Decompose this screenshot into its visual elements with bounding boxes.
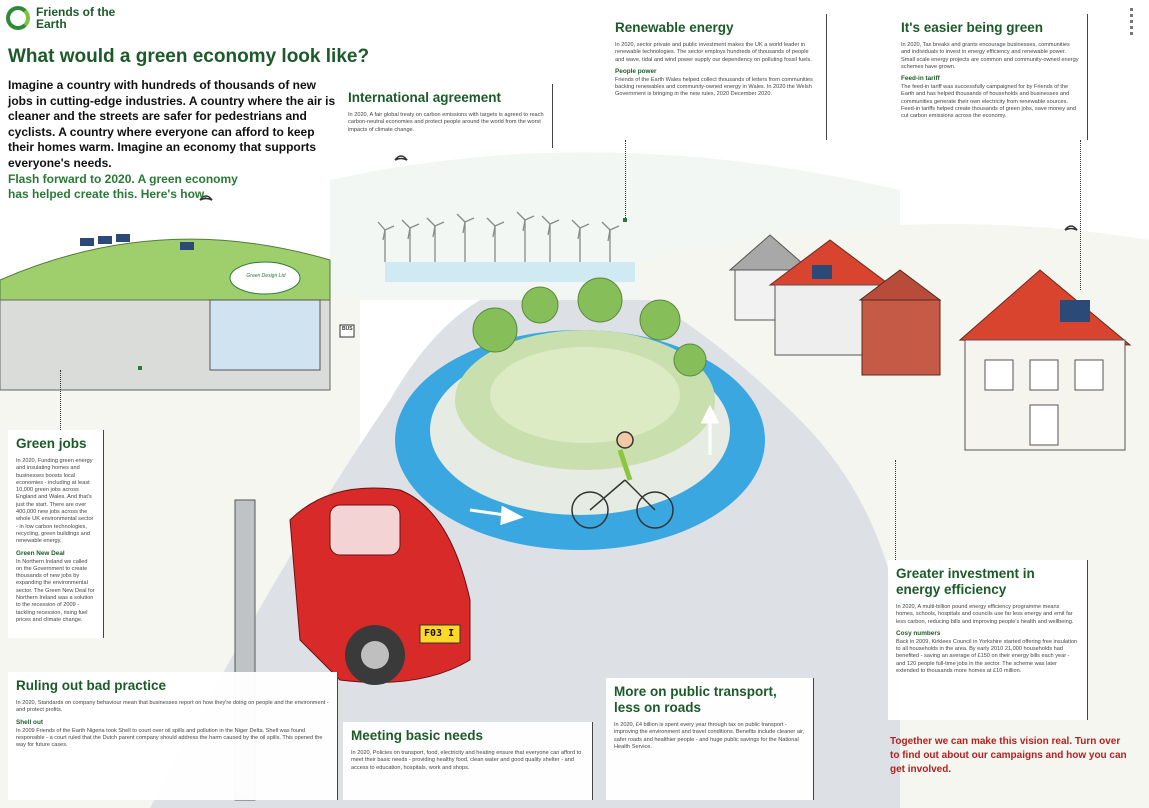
wind-farm: [377, 211, 620, 262]
panel-green-jobs: Green jobs In 2020, Funding green energy…: [8, 430, 104, 638]
panel-easier-being-green: It's easier being green In 2020, Tax bre…: [893, 14, 1088, 140]
leader-dot: [138, 366, 142, 370]
panel-subtitle: Feed-in tariff: [901, 75, 940, 83]
side-code: [1130, 8, 1140, 58]
intro-text: Imagine a country with hundreds of thous…: [8, 78, 336, 170]
panel-subtitle: Cosy numbers: [896, 629, 941, 637]
bus-stop-sign: BUS: [342, 326, 353, 332]
panel-body: In 2020, A multi-billion pound energy ef…: [896, 604, 1074, 625]
sea: [385, 262, 635, 282]
flash-forward-text: Flash forward to 2020. A green economy h…: [8, 172, 238, 201]
car-number-plate: F03 I: [424, 628, 455, 639]
leader-line: [1080, 140, 1081, 290]
houses: [728, 234, 1132, 451]
panel-international-agreement: International agreement In 2020, A fair …: [340, 84, 553, 148]
panel-subbody: In Northern Ireland we called on the Gov…: [16, 558, 95, 623]
panel-greater-investment: Greater investment in energy efficiency …: [888, 560, 1088, 720]
friends-of-the-earth-logo-icon: [6, 6, 30, 30]
panel-subbody: In 2009 Friends of the Earth Nigeria too…: [16, 727, 323, 749]
panel-body: In 2020, Policies on transport, food, el…: [351, 750, 582, 771]
panel-title: Meeting basic needs: [351, 728, 484, 743]
brand-name: Friends of the Earth: [36, 5, 116, 31]
panel-title: More on public transport, less on roads: [614, 684, 777, 715]
panel-meeting-basic-needs: Meeting basic needs In 2020, Policies on…: [343, 722, 593, 800]
panel-renewable-energy: Renewable energy In 2020, sector private…: [607, 14, 827, 140]
leader-line: [60, 370, 61, 430]
page-headline: What would a green economy look like?: [8, 46, 370, 67]
leader-line: [895, 460, 896, 560]
panel-subtitle: Green New Deal: [16, 549, 65, 557]
panel-body: In 2020, A fair global treaty on carbon …: [348, 112, 544, 133]
leader-line: [625, 140, 626, 220]
panel-body: In 2020, Standards on company behaviour …: [16, 700, 329, 714]
call-to-action-text: Together we can make this vision real. T…: [890, 736, 1127, 775]
panel-subtitle: People power: [615, 67, 657, 75]
panel-body: In 2020, £4 billion is spent every year …: [614, 722, 805, 750]
panel-body: In 2020, Tax breaks and grants encourage…: [901, 42, 1079, 70]
panel-public-transport: More on public transport, less on roads …: [606, 678, 814, 800]
cyclist: [571, 431, 674, 529]
brand-logo[interactable]: Friends of the Earth: [6, 6, 126, 30]
green-factory: [0, 234, 355, 391]
panel-subbody: The feed-in tariff was successfully camp…: [901, 84, 1076, 120]
panel-ruling-out-bad-practice: Ruling out bad practice In 2020, Standar…: [8, 672, 338, 800]
panel-subtitle: Shell out: [16, 718, 43, 726]
panel-body: In 2020, sector private and public inves…: [615, 42, 812, 63]
panel-subbody: Back in 2009, Kirklees Council in Yorksh…: [896, 638, 1078, 675]
factory-sign: Green Design Ltd: [246, 273, 286, 279]
panel-body: In 2020, Funding green energy and insula…: [16, 458, 94, 545]
panel-subbody: Friends of the Earth Wales helped collec…: [615, 76, 813, 98]
leader-dot: [623, 218, 627, 222]
panel-title: It's easier being green: [901, 20, 1044, 35]
panel-title: International agreement: [348, 90, 502, 105]
panel-title: Greater investment in energy efficiency: [896, 566, 1035, 597]
park-trees: [472, 277, 707, 377]
panel-title: Ruling out bad practice: [16, 678, 167, 693]
panel-title: Renewable energy: [615, 20, 734, 35]
panel-title: Green jobs: [16, 436, 87, 451]
